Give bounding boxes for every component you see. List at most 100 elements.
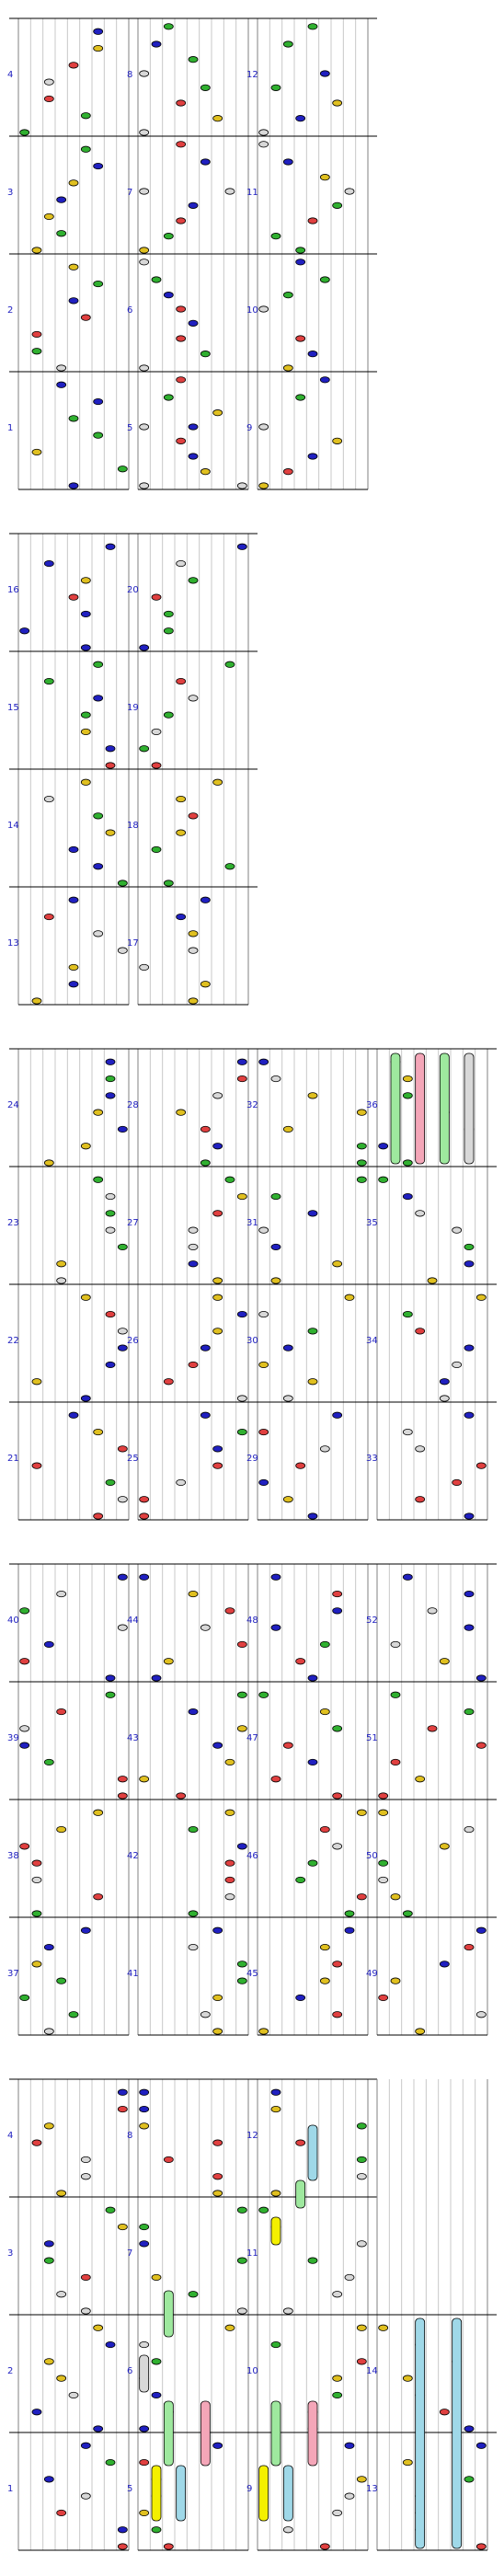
note-yellow <box>282 1496 293 1503</box>
note-green <box>163 23 174 30</box>
note-blue <box>464 1512 475 1520</box>
note-red <box>475 1742 487 1749</box>
note-white <box>402 1428 413 1436</box>
note-blue <box>151 1674 162 1682</box>
note-yellow <box>105 829 116 836</box>
note-green <box>464 2476 475 2483</box>
note-green <box>402 1310 413 1318</box>
note-blue <box>270 2088 281 2096</box>
note-yellow <box>31 1961 42 1968</box>
note-yellow <box>390 1893 401 1901</box>
note-blue <box>307 453 318 460</box>
note-red <box>176 1792 187 1800</box>
note-blue <box>212 1926 223 1934</box>
note-green <box>356 1143 367 1150</box>
note-white <box>332 2291 343 2298</box>
note-red <box>163 1378 174 1386</box>
note-yellow <box>176 795 187 803</box>
hold-bar <box>139 2354 150 2393</box>
note-red <box>31 1859 42 1867</box>
note-green <box>270 84 281 91</box>
measure-number: 44 <box>127 1616 139 1626</box>
note-yellow <box>332 2375 343 2382</box>
note-red <box>176 677 187 685</box>
measure-number: 16 <box>7 585 19 595</box>
measure-number: 12 <box>246 70 258 80</box>
note-red <box>163 2156 174 2164</box>
note-blue <box>105 1058 116 1065</box>
note-yellow <box>415 2028 426 2035</box>
note-blue <box>307 1210 318 1217</box>
note-red <box>236 1640 247 1649</box>
note-red <box>319 2543 330 2550</box>
note-red <box>212 1462 223 1469</box>
note-green <box>117 466 128 473</box>
note-green <box>344 1910 355 1917</box>
note-yellow <box>188 1590 199 1598</box>
note-yellow <box>427 1277 438 1284</box>
note-yellow <box>80 1143 91 1150</box>
note-blue <box>188 1708 199 1716</box>
measure-number: 19 <box>127 703 139 713</box>
note-white <box>56 1277 67 1284</box>
note-blue <box>105 2340 116 2349</box>
note-blue <box>464 1590 475 1598</box>
hold-bar <box>464 1052 475 1165</box>
note-white <box>139 2340 150 2349</box>
measure-number: 27 <box>127 1218 139 1228</box>
note-blue <box>31 2409 42 2416</box>
note-blue <box>80 1926 91 1934</box>
note-red <box>31 1462 42 1469</box>
note-green <box>188 1910 199 1917</box>
note-white <box>415 1445 426 1453</box>
measure-number: 6 <box>127 305 132 316</box>
note-blue <box>105 1361 116 1369</box>
measure-number: 5 <box>127 2484 132 2494</box>
note-red <box>452 1478 463 1487</box>
note-yellow <box>224 2324 235 2331</box>
note-white <box>43 2028 54 2035</box>
hold-bar <box>439 1052 450 1165</box>
note-yellow <box>212 2190 223 2197</box>
measure-number: 4 <box>7 70 13 80</box>
note-yellow <box>56 1825 67 1834</box>
note-red <box>378 1792 389 1800</box>
note-green <box>117 880 128 887</box>
note-red <box>80 2273 91 2282</box>
note-yellow <box>307 1092 318 1099</box>
measure-number: 51 <box>366 1733 378 1743</box>
note-red <box>176 99 187 107</box>
note-green <box>270 233 281 240</box>
note-white <box>93 930 104 937</box>
note-yellow <box>236 1725 247 1732</box>
note-green <box>307 1859 318 1867</box>
measure-number: 50 <box>366 1851 378 1861</box>
note-yellow <box>93 44 104 52</box>
note-yellow <box>80 728 91 736</box>
note-red <box>139 1496 150 1503</box>
note-red <box>475 2543 487 2550</box>
note-red <box>176 335 187 342</box>
measure-number: 34 <box>366 1336 378 1346</box>
note-red <box>139 1512 150 1520</box>
note-green <box>56 230 67 237</box>
note-red <box>212 1210 223 1217</box>
measure-number: 10 <box>246 305 258 316</box>
note-blue <box>93 162 104 170</box>
note-blue <box>319 376 330 384</box>
note-white <box>80 2173 91 2180</box>
note-green <box>163 627 174 635</box>
note-green <box>93 1176 104 1183</box>
note-green <box>93 661 104 668</box>
note-white <box>188 947 199 954</box>
note-blue <box>236 1843 247 1850</box>
note-yellow <box>139 2509 150 2517</box>
note-white <box>258 423 269 431</box>
note-blue <box>188 453 199 460</box>
note-blue <box>270 1573 281 1581</box>
note-red <box>80 314 91 321</box>
note-yellow <box>390 1977 401 1984</box>
note-white <box>224 188 235 195</box>
note-blue <box>307 1674 318 1682</box>
note-red <box>176 141 187 148</box>
